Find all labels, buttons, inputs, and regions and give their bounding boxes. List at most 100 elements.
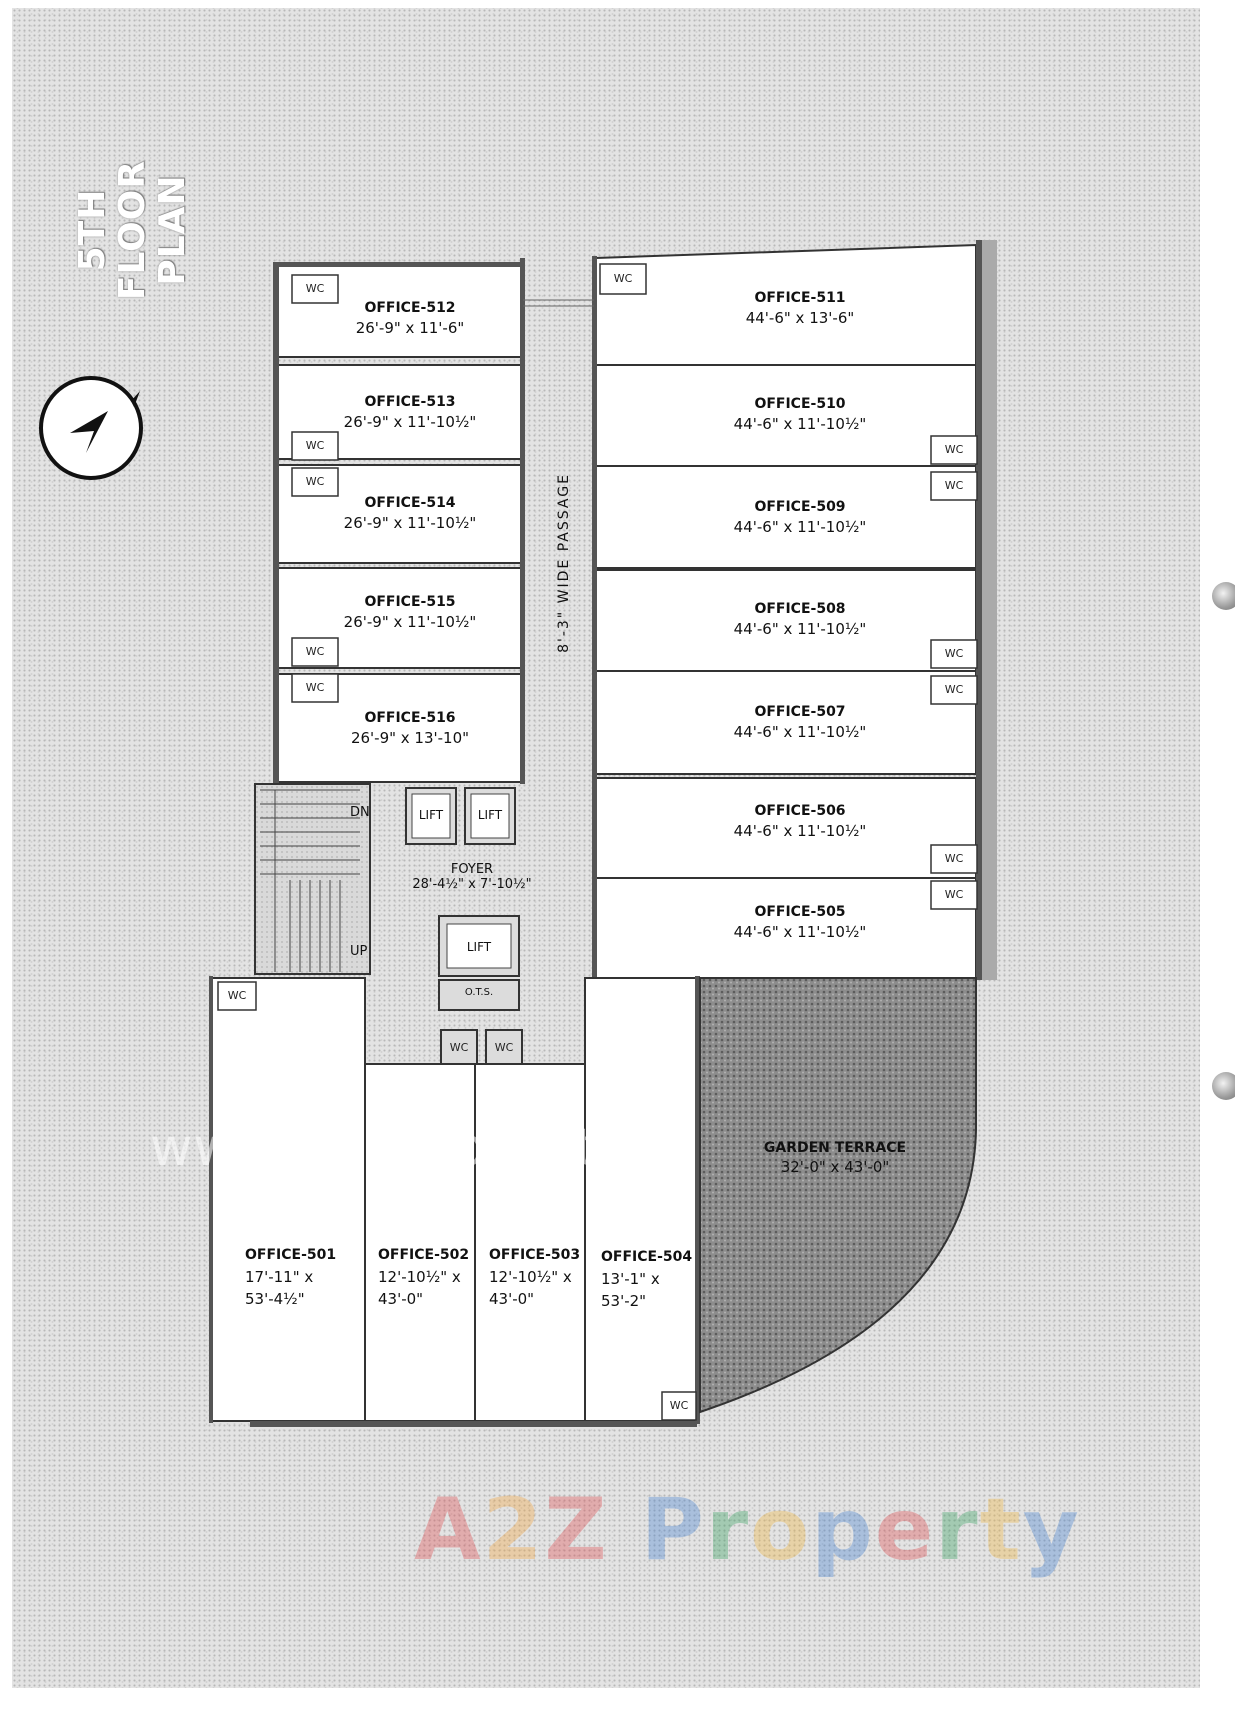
north-arrow-icon — [39, 376, 143, 480]
office-501-dim: 17'-11" x 53'-4½" — [245, 1268, 314, 1308]
garden-terrace-area — [699, 977, 977, 1414]
watermark-logo-letter: y — [1022, 1480, 1081, 1580]
watermark-url: www.A2ZProperty.in — [150, 1118, 689, 1178]
wc-cubicles — [217, 263, 978, 1421]
office-509-name: OFFICE-509 — [754, 499, 846, 515]
office-508-name: OFFICE-508 — [754, 601, 846, 617]
watermark-logo-letter: r — [705, 1480, 751, 1580]
office-505: OFFICE-505 44'-6" x 11'-10½" — [690, 904, 910, 941]
office-506: OFFICE-506 44'-6" x 11'-10½" — [690, 803, 910, 840]
office-503-dim: 12'-10½" x 43'-0" — [489, 1268, 572, 1308]
stair-zone — [254, 783, 371, 975]
wc-label: WC — [944, 852, 964, 865]
wc-label: WC — [669, 1399, 689, 1412]
office-504-dim: 13'-1" x 53'-2" — [601, 1270, 660, 1310]
watermark-logo-letter: o — [750, 1480, 812, 1580]
office-515-dim: 26'-9" x 11'-10½" — [343, 613, 477, 631]
office-512: OFFICE-512 26'-9" x 11'-6" — [300, 300, 520, 337]
office-513-dim: 26'-9" x 11'-10½" — [343, 413, 477, 431]
office-506-name: OFFICE-506 — [754, 803, 846, 819]
office-503-name: OFFICE-503 — [489, 1247, 581, 1263]
watermark-logo-letter: e — [874, 1480, 936, 1580]
right-block-walls — [592, 240, 997, 980]
office-504: OFFICE-504 13'-1" x 53'-2" — [601, 1249, 697, 1312]
wc-label: WC — [305, 282, 325, 295]
wc-label: WC — [305, 475, 325, 488]
office-507-dim: 44'-6" x 11'-10½" — [733, 723, 867, 741]
bottom-block-walls — [209, 976, 700, 1427]
office-504-name: OFFICE-504 — [601, 1249, 693, 1265]
watermark-logo-letter: A — [414, 1480, 483, 1580]
office-505-name: OFFICE-505 — [754, 904, 846, 920]
stair-up-label: UP — [350, 944, 368, 959]
office-510: OFFICE-510 44'-6" x 11'-10½" — [690, 396, 910, 433]
garden-terrace: GARDEN TERRACE 32'-0" x 43'-0" — [720, 1140, 950, 1176]
office-509: OFFICE-509 44'-6" x 11'-10½" — [690, 499, 910, 536]
foyer-name: FOYER — [450, 862, 494, 877]
office-507-name: OFFICE-507 — [754, 704, 846, 720]
office-509-dim: 44'-6" x 11'-10½" — [733, 518, 867, 536]
watermark-logo-letter: 2 — [482, 1480, 545, 1580]
office-508: OFFICE-508 44'-6" x 11'-10½" — [690, 601, 910, 638]
office-502: OFFICE-502 12'-10½" x 43'-0" — [378, 1247, 474, 1310]
office-502-dim: 12'-10½" x 43'-0" — [378, 1268, 461, 1308]
left-block-walls — [273, 258, 525, 784]
office-514-name: OFFICE-514 — [364, 495, 456, 511]
plan-title-line1: 5TH — [72, 188, 113, 272]
stair-down-label: DN — [350, 805, 370, 820]
office-511-name: OFFICE-511 — [754, 290, 846, 306]
office-513: OFFICE-513 26'-9" x 11'-10½" — [300, 394, 520, 431]
binder-hole — [1212, 582, 1235, 610]
foyer-dim: 28'-4½" x 7'-10½" — [412, 877, 532, 892]
wc-label: WC — [227, 989, 247, 1002]
office-512-dim: 26'-9" x 11'-6" — [355, 319, 465, 337]
office-503: OFFICE-503 12'-10½" x 43'-0" — [489, 1247, 585, 1310]
plan-title-line2: FLOOR PLAN — [112, 159, 193, 301]
office-510-dim: 44'-6" x 11'-10½" — [733, 415, 867, 433]
wc-label: WC — [944, 683, 964, 696]
office-514-dim: 26'-9" x 11'-10½" — [343, 514, 477, 532]
wc-label: WC — [305, 439, 325, 452]
garden-terrace-name: GARDEN TERRACE — [763, 1140, 907, 1156]
office-512-name: OFFICE-512 — [364, 300, 456, 316]
office-506-dim: 44'-6" x 11'-10½" — [733, 822, 867, 840]
watermark-logo-letter: P — [640, 1480, 706, 1580]
watermark-logo-letter — [609, 1480, 641, 1580]
lift-1: LIFT — [418, 808, 444, 822]
foyer: FOYER 28'-4½" x 7'-10½" — [372, 862, 572, 892]
watermark-logo-letter: r — [935, 1480, 980, 1580]
office-501-name: OFFICE-501 — [245, 1247, 337, 1263]
wc-label: WC — [944, 647, 964, 660]
wc-label: WC — [613, 272, 633, 285]
wc-label: WC — [305, 681, 325, 694]
bottom-office-block — [210, 977, 698, 1422]
office-516-name: OFFICE-516 — [364, 710, 456, 726]
wc-label: WC — [944, 443, 964, 456]
office-516: OFFICE-516 26'-9" x 13'-10" — [300, 710, 520, 747]
binder-hole — [1212, 1072, 1235, 1100]
watermark-logo-letter: Z — [544, 1480, 609, 1580]
office-511-dim: 44'-6" x 13'-6" — [745, 309, 855, 327]
office-508-dim: 44'-6" x 11'-10½" — [733, 620, 867, 638]
watermark-logo-letter: p — [811, 1480, 875, 1580]
right-office-block — [595, 243, 977, 979]
office-515-name: OFFICE-515 — [364, 594, 456, 610]
plan-title: 5TH FLOOR PLAN — [72, 115, 193, 345]
watermark-logo: A2Z Property — [414, 1480, 1081, 1580]
watermark-logo-letter: t — [979, 1480, 1023, 1580]
lift-3: LIFT — [466, 940, 492, 954]
garden-terrace-dim: 32'-0" x 43'-0" — [780, 1158, 890, 1176]
office-505-dim: 44'-6" x 11'-10½" — [733, 923, 867, 941]
office-511: OFFICE-511 44'-6" x 13'-6" — [690, 290, 910, 327]
wc-label: WC — [449, 1041, 469, 1054]
passage-label: 8'-3" WIDE PASSAGE — [556, 473, 572, 653]
wc-label: WC — [944, 888, 964, 901]
wc-label: WC — [494, 1041, 514, 1054]
office-514: OFFICE-514 26'-9" x 11'-10½" — [300, 495, 520, 532]
office-510-name: OFFICE-510 — [754, 396, 846, 412]
office-513-name: OFFICE-513 — [364, 394, 456, 410]
office-502-name: OFFICE-502 — [378, 1247, 470, 1263]
wc-label: WC — [305, 645, 325, 658]
wc-label: WC — [944, 479, 964, 492]
